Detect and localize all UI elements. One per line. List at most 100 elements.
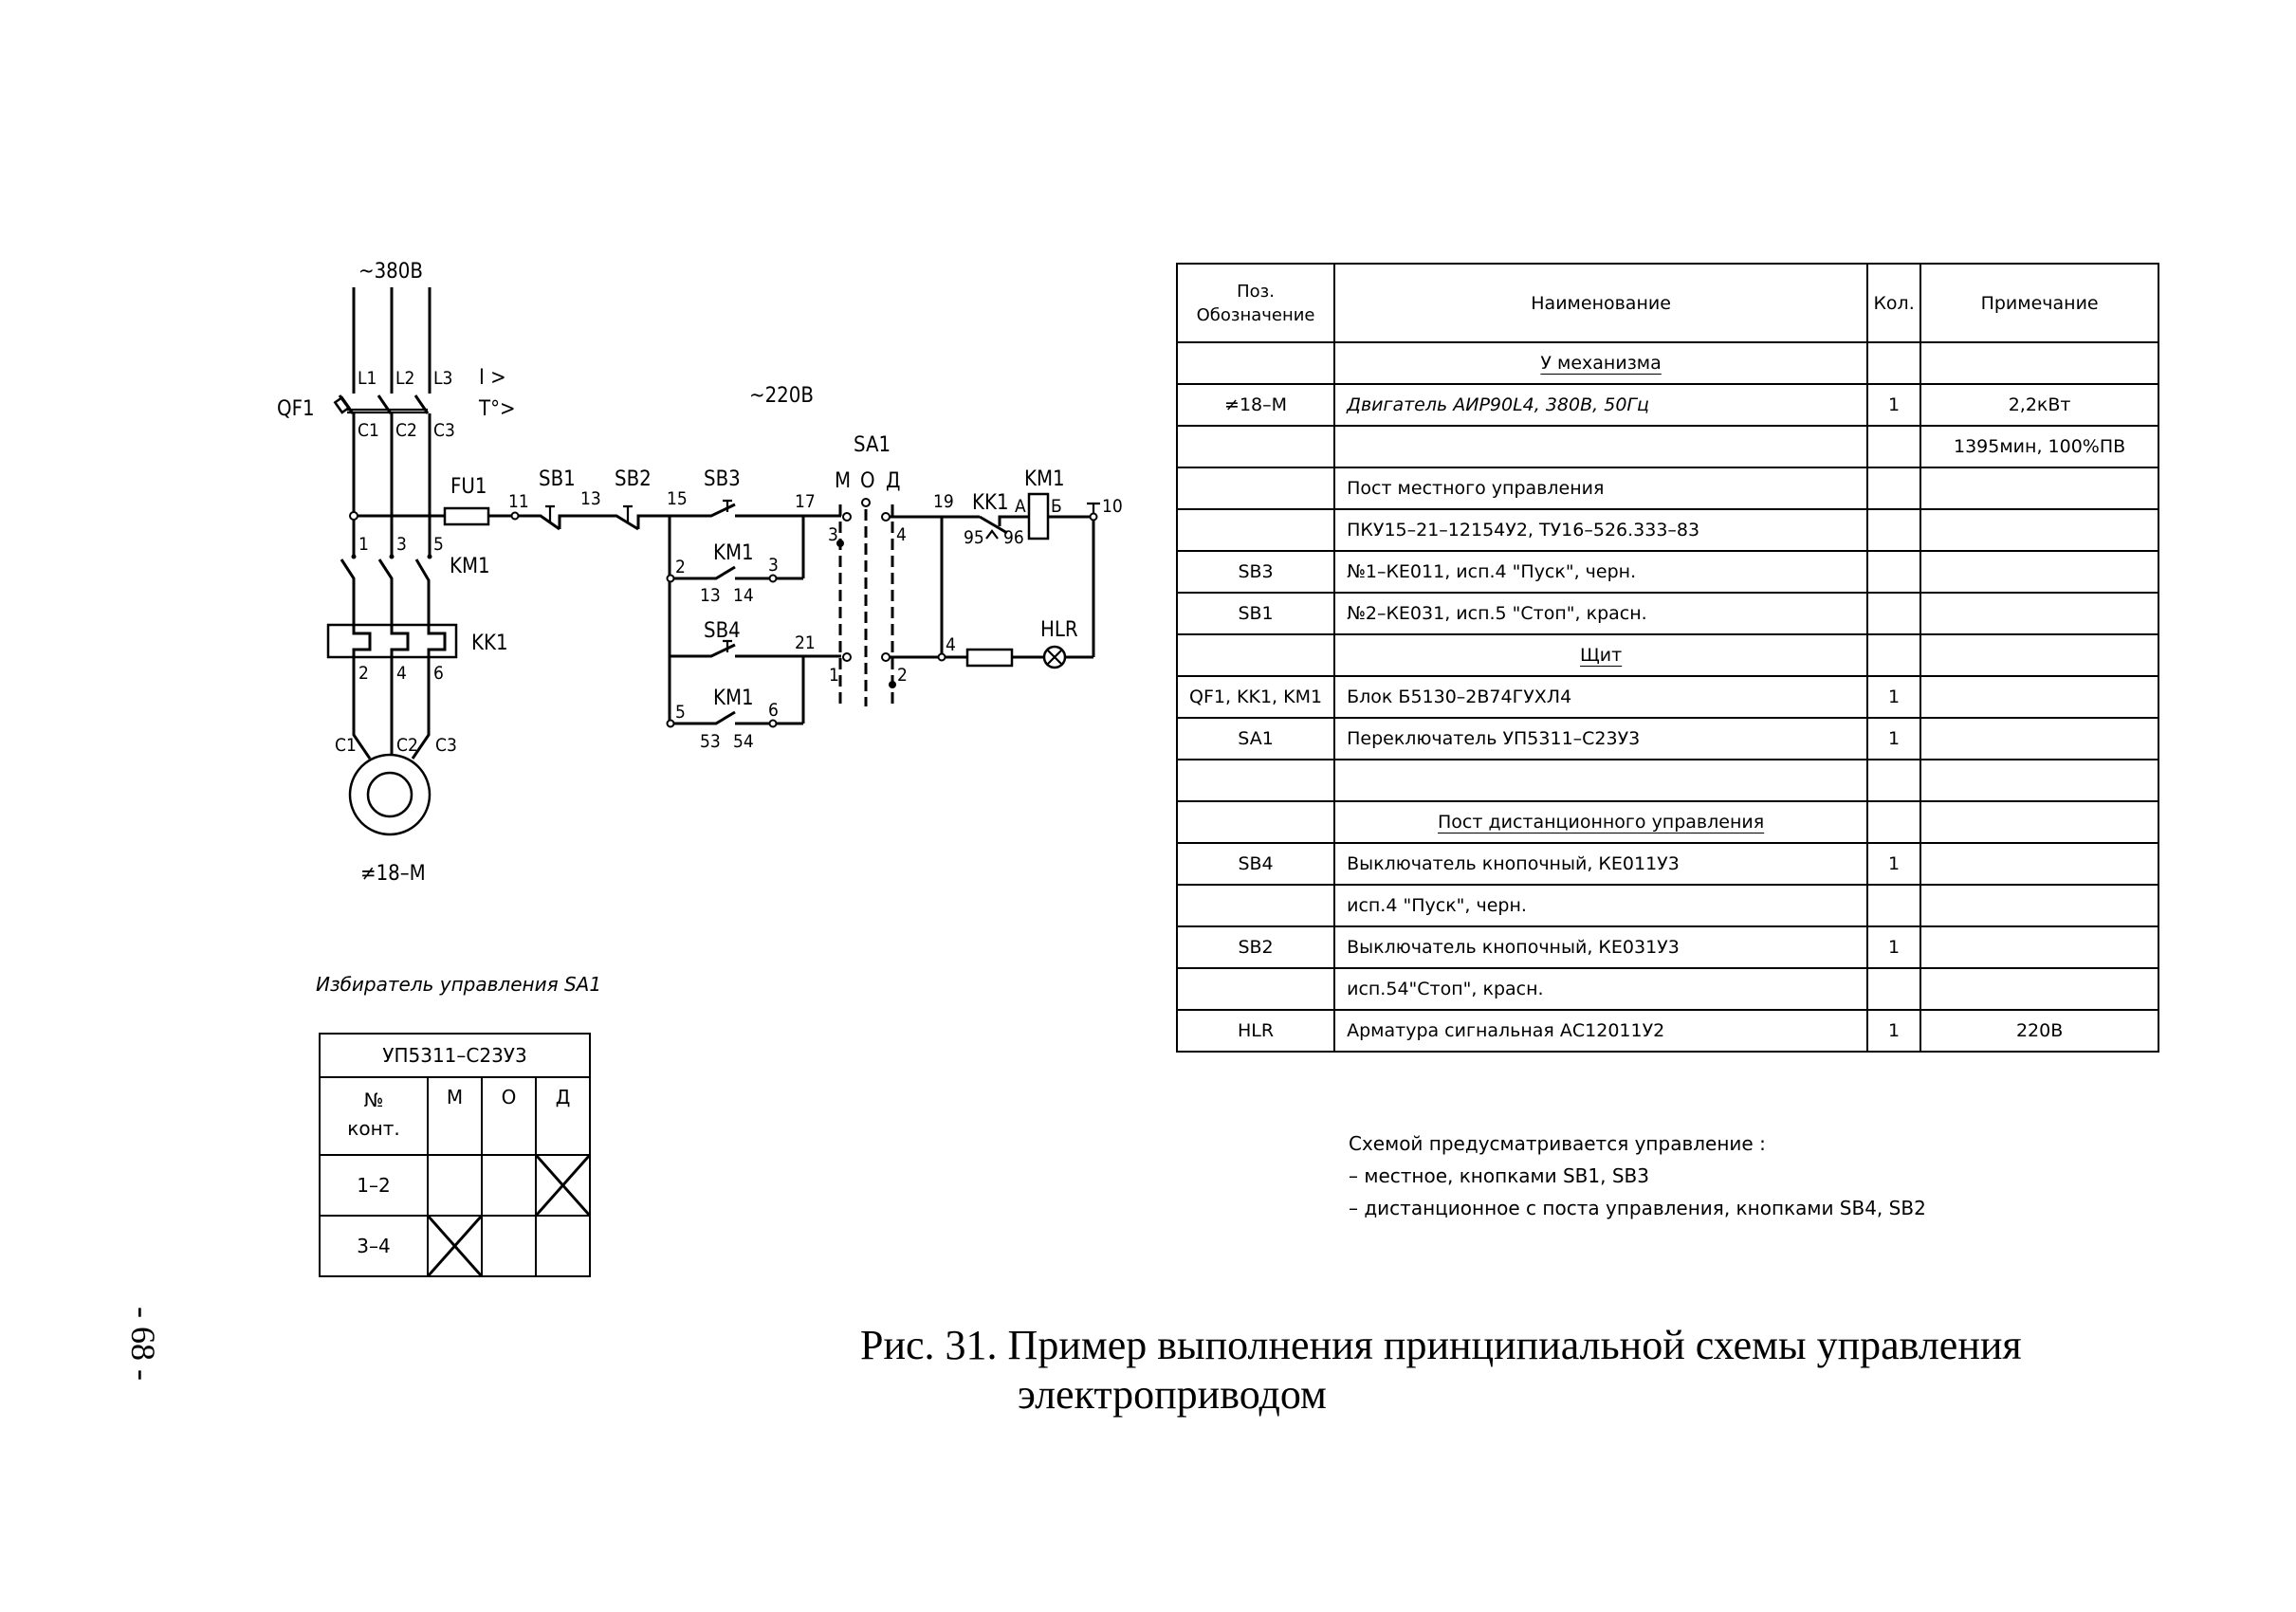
- row-qty: 1: [1866, 842, 1922, 886]
- selector-cell: [535, 1154, 591, 1217]
- row-name: Арматура сигнальная АС12011У2: [1333, 1009, 1869, 1053]
- fu1-label: FU1: [450, 475, 487, 499]
- km1-terminal-3: 3: [396, 534, 407, 555]
- pushbutton-sb3-symbol: [670, 499, 841, 518]
- row-note: [1919, 633, 2160, 677]
- row-qty: [1866, 592, 1922, 635]
- row-qty: [1866, 341, 1922, 385]
- row-position: ≠18–М: [1175, 383, 1336, 427]
- table-row: исп.54"Стоп", красн.: [1175, 967, 2160, 1011]
- km1-aux1-label: KM1: [713, 541, 754, 565]
- row-note: 1395мин, 100%ПВ: [1919, 425, 2160, 468]
- phase-l2-label: L2: [395, 368, 414, 389]
- table-row: Пост местного управления: [1175, 467, 2160, 510]
- kk1-terminal-6: 6: [433, 663, 444, 684]
- km1-aux1-node-right: 3: [768, 555, 779, 576]
- km1-aux2-label: KM1: [713, 687, 754, 710]
- km1-aux-contact-53-54: [666, 710, 803, 728]
- caption-line-2: электроприводом: [1018, 1371, 1327, 1418]
- neutral-terminal-symbol: [1087, 502, 1100, 513]
- row-section-title: У механизма: [1333, 341, 1869, 385]
- sb1-label: SB1: [539, 467, 576, 491]
- node-11-label: 11: [508, 491, 529, 512]
- overcurrent-label: I >: [479, 366, 506, 390]
- row-qty: [1866, 550, 1922, 594]
- row-qty: 1: [1866, 925, 1922, 969]
- km1-aux1-contact-a: 13: [700, 585, 721, 606]
- row-qty: [1866, 467, 1922, 510]
- table-row: У механизма: [1175, 341, 2160, 385]
- kk1-control-label: KK1: [972, 491, 1009, 515]
- kk1-power-label: KK1: [471, 632, 508, 655]
- motor-terminal-c2: C2: [396, 735, 418, 756]
- row-name: ПКУ15–21–12154У2, ТУ16–526.333–83: [1333, 508, 1869, 552]
- row-name: №1–КЕ011, исп.4 "Пуск", черн.: [1333, 550, 1869, 594]
- terminal-node: [349, 511, 358, 521]
- selector-sa1-symbol: [836, 498, 896, 706]
- kk1-nc-contact: [979, 515, 1029, 540]
- selector-header-row: № конт. М О Д: [319, 1076, 591, 1156]
- row-position: SA1: [1175, 717, 1336, 760]
- row-note: [1919, 467, 2160, 510]
- kk1-terminal-2: 2: [358, 663, 369, 684]
- node-13-label: 13: [580, 488, 601, 509]
- row-position: SB3: [1175, 550, 1336, 594]
- sb3-label: SB3: [704, 467, 741, 491]
- selector-row: 3–4: [319, 1215, 591, 1277]
- row-qty: [1866, 633, 1922, 677]
- km1-aux1-contact-b: 14: [733, 585, 754, 606]
- breaker-qf1-symbol: [333, 394, 430, 414]
- contactor-km1-main-contacts: [340, 554, 432, 625]
- row-position: HLR: [1175, 1009, 1336, 1053]
- km1-aux2-node-right: 6: [768, 700, 779, 721]
- table-row: Щит: [1175, 633, 2160, 677]
- row-note: [1919, 925, 2160, 969]
- motor-inner-circle: [366, 771, 413, 818]
- selector-row: 1–2: [319, 1154, 591, 1217]
- row-position: SB2: [1175, 925, 1336, 969]
- table-row: [1175, 759, 2160, 802]
- row-note: [1919, 842, 2160, 886]
- header-qty: Кол.: [1866, 263, 1922, 343]
- page-number: - 68 -: [123, 1307, 162, 1381]
- sa1-contact-4: 4: [896, 524, 907, 545]
- phase-l1-label: L1: [358, 368, 377, 389]
- table-header-row: Поз. Обозначение Наименование Кол. Приме…: [1175, 263, 2160, 343]
- qf1-label: QF1: [277, 397, 315, 421]
- sa1-label: SA1: [854, 433, 891, 457]
- selector-cell: [427, 1215, 483, 1277]
- selector-header-o: О: [481, 1076, 537, 1156]
- row-position: SB4: [1175, 842, 1336, 886]
- sa1-position-d: Д: [886, 469, 900, 493]
- resistor-symbol: [965, 648, 1014, 668]
- km1-aux1-node-left: 2: [675, 557, 686, 577]
- caption-line-1: Рис. 31. Пример выполнения принципиально…: [860, 1322, 2022, 1368]
- qf1-out-c2-label: C2: [395, 420, 417, 441]
- row-position: SB1: [1175, 592, 1336, 635]
- row-note: [1919, 550, 2160, 594]
- sa1-position-o: О: [860, 469, 875, 493]
- row-qty: [1866, 508, 1922, 552]
- row-position: [1175, 633, 1336, 677]
- control-circuit: ~220В 11 SB1 13 SB2 15 SB3 17: [488, 384, 1123, 752]
- km1-aux-contact-13-14: [666, 565, 803, 583]
- contact-closed-mark: [537, 1156, 589, 1215]
- selector-cell: [427, 1154, 483, 1217]
- qf1-out-c1-label: C1: [358, 420, 379, 441]
- sa1-contact-3: 3: [828, 524, 838, 545]
- header-name: Наименование: [1333, 263, 1869, 343]
- node-21-label: 21: [795, 632, 816, 653]
- row-name: [1333, 425, 1869, 468]
- node-15-label: 15: [667, 488, 688, 509]
- sa1-contact-2: 2: [897, 665, 908, 686]
- scheme-notes: Схемой предусматривается управление : – …: [1349, 1127, 1926, 1224]
- selector-header-d: Д: [535, 1076, 591, 1156]
- row-name: Пост местного управления: [1333, 467, 1869, 510]
